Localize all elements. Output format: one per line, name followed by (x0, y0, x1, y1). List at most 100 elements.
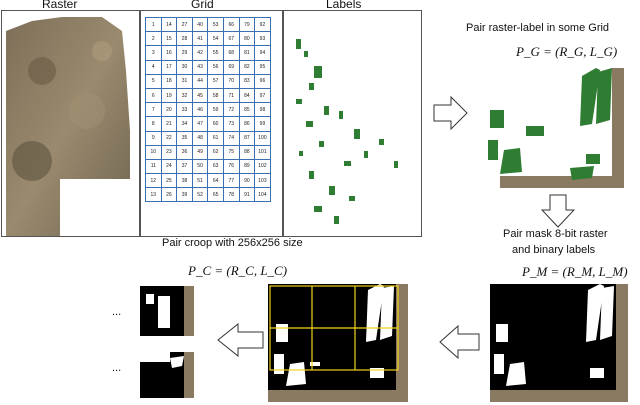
grid-cell: 74 (222, 130, 240, 146)
grid-cell: 100 (254, 130, 271, 146)
grid-cell: 67 (222, 31, 240, 47)
grid-cell: 99 (254, 116, 271, 132)
grid-cell: 14 (160, 16, 178, 33)
grid-cell: 91 (238, 187, 256, 203)
grid-cell: 17 (160, 59, 178, 75)
grid-cell: 43 (191, 59, 209, 75)
grid-cell: 15 (160, 31, 178, 47)
grid-cell: 57 (207, 73, 224, 89)
grid-cell: 30 (176, 59, 193, 75)
crop-text: Pair croop with 256x256 size (162, 237, 303, 249)
crop-formula: P_C = (R_C, L_C) (188, 263, 288, 278)
grid-cell: 37 (176, 158, 193, 175)
grid-cell: 46 (191, 102, 209, 118)
grid-cell: 22 (160, 130, 178, 146)
grid-cell: 24 (160, 158, 178, 175)
grid-cell: 9 (145, 130, 162, 146)
grid-cell: 27 (176, 16, 193, 33)
grid-cell: 20 (160, 102, 178, 118)
grid-cell: 96 (254, 73, 271, 89)
arrow-right-icon (433, 96, 468, 130)
result-crop-bottom (140, 352, 194, 398)
grid-cell: 56 (207, 59, 224, 75)
grid-cell: 80 (238, 31, 256, 47)
grid-cell: 4 (145, 59, 162, 75)
grid-cell: 87 (238, 130, 256, 146)
grid-cell: 70 (222, 73, 240, 89)
grid-cell: 54 (207, 31, 224, 47)
grid-cell: 64 (207, 173, 224, 189)
grid-cell: 26 (160, 187, 178, 203)
grid-cell: 49 (191, 144, 209, 160)
crop-image (268, 284, 408, 402)
grid-cell: 8 (145, 116, 162, 132)
grid-cell: 69 (222, 59, 240, 75)
grid-cell: 78 (222, 187, 240, 203)
grid-cell: 59 (207, 102, 224, 118)
grid-cell: 53 (207, 16, 224, 33)
labels-image (296, 39, 398, 224)
grid-cell: 79 (238, 16, 256, 33)
raster-image (6, 17, 130, 236)
grid-cell: 32 (176, 87, 193, 104)
grid-cell: 62 (207, 144, 224, 160)
grid-cell: 102 (254, 158, 271, 175)
grid-cell: 35 (176, 130, 193, 146)
grid-cell: 104 (254, 187, 271, 203)
grid-cell: 101 (254, 144, 271, 160)
grid-cell: 3 (145, 45, 162, 61)
arrow-left-icon (439, 325, 480, 359)
grid-cell: 16 (160, 45, 178, 61)
arrow-left-icon-2 (217, 323, 264, 357)
grid-cell: 84 (238, 87, 256, 104)
grid-cell: 48 (191, 130, 209, 146)
grid-cell: 83 (238, 73, 256, 89)
grid-cell: 97 (254, 87, 271, 104)
grid-cell: 95 (254, 59, 271, 75)
grid-cell: 31 (176, 73, 193, 89)
grid-cell: 11 (145, 158, 162, 175)
grid-cell: 92 (254, 16, 271, 33)
grid-cell: 10 (145, 144, 162, 160)
grid-cell: 52 (191, 187, 209, 203)
grid-cell: 55 (207, 45, 224, 61)
grid-cell: 21 (160, 116, 178, 132)
pair-grid-formula: P_G = (R_G, L_G) (516, 44, 618, 59)
grid-cell: 25 (160, 173, 178, 189)
labels-header: Labels (326, 0, 362, 11)
grid-cell: 5 (145, 73, 162, 89)
grid-cell: 38 (176, 173, 193, 189)
grid-cell: 41 (191, 31, 209, 47)
grid-cell: 51 (191, 173, 209, 189)
mask-text-line1: Pair mask 8-bit raster (503, 228, 608, 240)
grid-cell: 94 (254, 45, 271, 61)
raster-header: Raster (42, 0, 78, 11)
grid-cell: 71 (222, 87, 240, 104)
grid-header: Grid (191, 0, 214, 11)
grid-cell: 61 (207, 130, 224, 146)
grid-cell: 98 (254, 102, 271, 118)
grid-cell: 68 (222, 45, 240, 61)
grid-cell: 47 (191, 116, 209, 132)
result-crop-top (140, 286, 194, 336)
ellipsis-bottom: ... (112, 362, 122, 374)
grid-cell: 2 (145, 31, 162, 47)
grid-cell: 93 (254, 31, 271, 47)
grid-cell: 29 (176, 45, 193, 61)
grid-cell: 63 (207, 158, 224, 175)
grid-cell: 75 (222, 144, 240, 160)
grid-cell: 1 (145, 16, 162, 33)
grid-cell: 88 (238, 144, 256, 160)
